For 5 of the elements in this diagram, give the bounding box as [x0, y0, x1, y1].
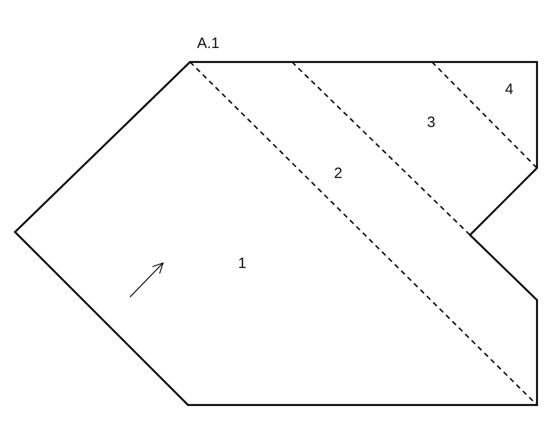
section-number: 3	[427, 115, 436, 130]
section-number: 4	[505, 82, 514, 97]
section-number: 2	[334, 166, 342, 181]
diagram-title: A.1	[197, 36, 220, 51]
section-number: 1	[238, 256, 246, 271]
